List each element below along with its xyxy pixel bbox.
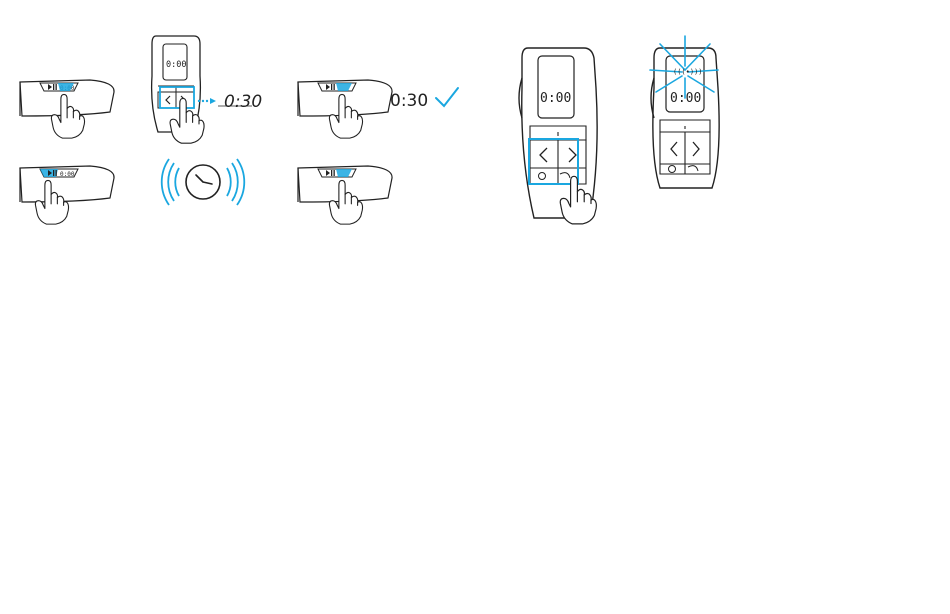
step-2-set-time: 0:00 0:30 [152, 36, 263, 143]
checkmark-icon [436, 88, 458, 106]
large-remote-flashing: 0:00 (((•))) [650, 36, 719, 188]
confirmed-time-value: 0:30 [390, 91, 428, 111]
timer-vibrate-icon [162, 159, 245, 205]
small-display-label: 0:00 [60, 171, 75, 178]
step-3-confirm: 0:30 [298, 80, 458, 138]
svg-text:(((•))): (((•))) [673, 68, 703, 76]
step-4-start: 0:00 [20, 166, 114, 224]
remote-display: 0:00 [540, 91, 571, 106]
large-remote-press-arrows: 0:00 [519, 48, 597, 224]
remote-display: 0:00 [166, 60, 186, 70]
step-1-press-play: 0:00 [20, 80, 114, 138]
set-time-value: 0:30 [224, 92, 262, 112]
step-6-stop [298, 166, 392, 224]
